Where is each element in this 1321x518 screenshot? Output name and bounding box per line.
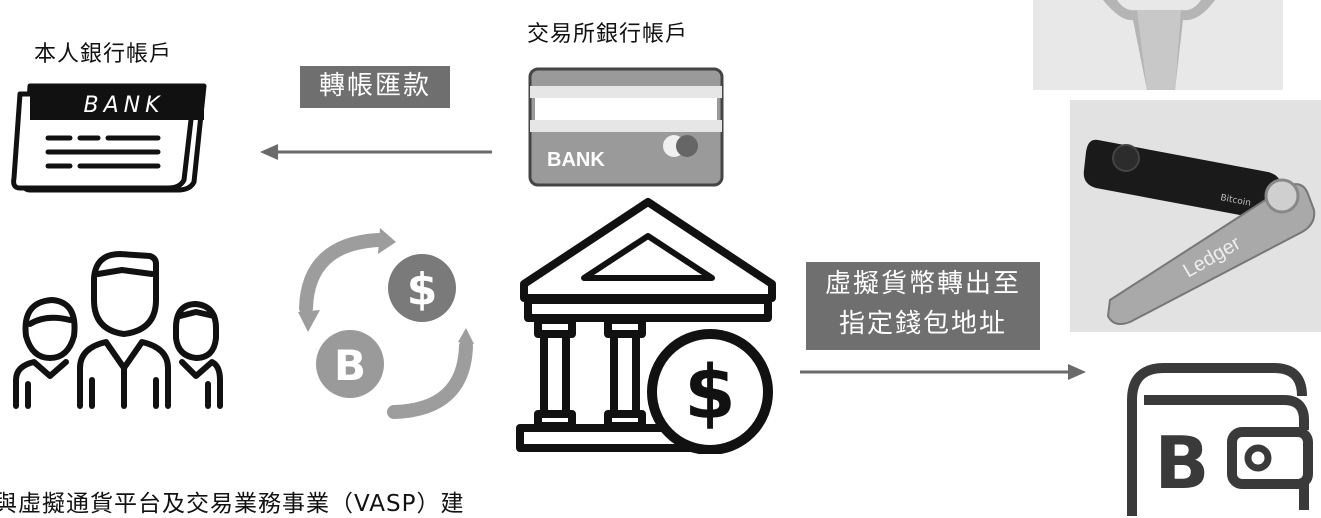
bank-building-icon: $ [516, 198, 776, 454]
dollar-symbol-text: $ [407, 264, 438, 315]
figure-photo [1033, 0, 1283, 90]
personal-bank-account-label: 本人銀行帳戶 [34, 42, 173, 67]
bank-dollar-text: $ [684, 350, 736, 436]
people-group-icon [13, 251, 223, 409]
transfer-tag: 轉帳匯款 [300, 66, 450, 108]
bank-card-text: BANK [547, 149, 605, 171]
bankbook-icon: BANK [11, 83, 207, 193]
crypto-wallet-icon: B [1127, 363, 1313, 516]
crypto-out-arrow [800, 364, 1086, 380]
bank-card-icon: BANK [528, 67, 724, 187]
bankbook-text: BANK [83, 93, 164, 118]
ledger-device-photo: Bitcoin Ledger [1070, 100, 1321, 332]
crypto-transfer-tag-line2: 指定錢包地址 [838, 309, 1007, 339]
crypto-transfer-tag: 虛擬貨幣轉出至 指定錢包地址 [806, 262, 1040, 350]
bitcoin-symbol-text: B [334, 341, 366, 390]
exchange-bank-account-label: 交易所銀行帳戶 [527, 22, 689, 47]
transfer-arrow [260, 144, 492, 160]
currency-exchange-icon: $ B [298, 228, 474, 419]
wallet-bitcoin-text: B [1155, 421, 1210, 505]
bottom-text: 與虛擬通貨平台及交易業務事業（VASP）建 [0, 491, 465, 517]
crypto-transfer-tag-line1: 虛擬貨幣轉出至 [824, 269, 1021, 299]
